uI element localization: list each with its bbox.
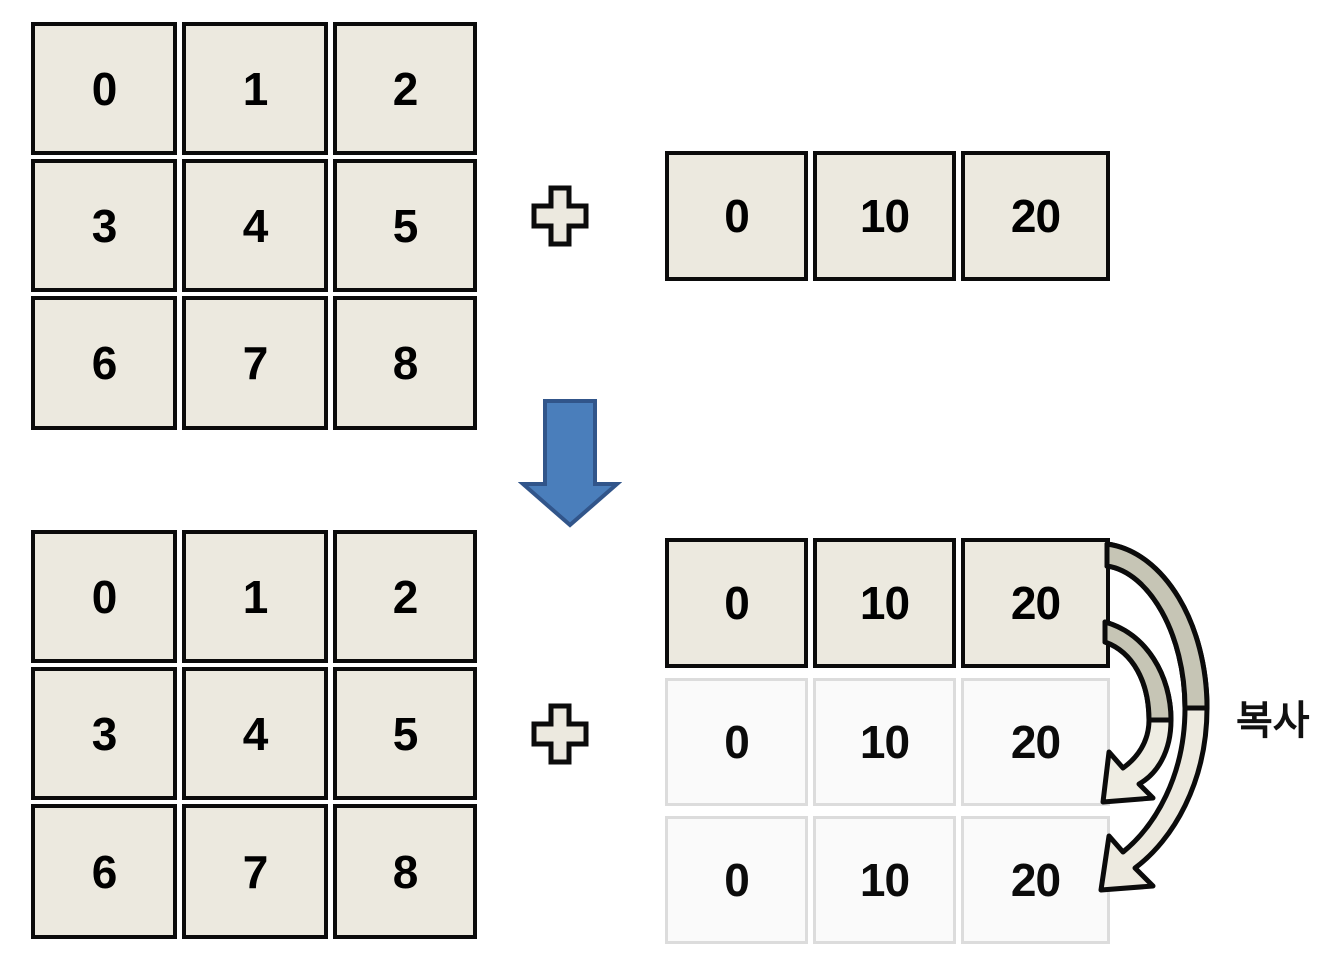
matrix-cell: 7 bbox=[182, 296, 328, 430]
broadcast-cell-copy: 0 bbox=[665, 816, 808, 944]
matrix-cell: 3 bbox=[31, 667, 177, 800]
broadcast-cell-copy: 10 bbox=[813, 678, 956, 806]
curved-copy-arrow-icon bbox=[1095, 530, 1235, 900]
matrix-cell: 8 bbox=[333, 296, 477, 430]
matrix-cell: 5 bbox=[333, 667, 477, 800]
matrix-cell: 2 bbox=[333, 530, 477, 663]
row-vector-cell: 10 bbox=[813, 151, 956, 281]
matrix-cell: 1 bbox=[182, 530, 328, 663]
matrix-cell: 5 bbox=[333, 159, 477, 292]
broadcast-cell-copy: 10 bbox=[813, 816, 956, 944]
matrix-cell: 7 bbox=[182, 804, 328, 939]
matrix-cell: 8 bbox=[333, 804, 477, 939]
matrix-cell: 3 bbox=[31, 159, 177, 292]
broadcast-cell-copy: 0 bbox=[665, 678, 808, 806]
matrix-cell: 2 bbox=[333, 22, 477, 155]
matrix-cell: 6 bbox=[31, 296, 177, 430]
copy-annotation-label: 복사 bbox=[1236, 699, 1310, 743]
matrix-cell: 0 bbox=[31, 530, 177, 663]
plus-icon bbox=[531, 185, 589, 247]
plus-icon bbox=[531, 703, 589, 765]
matrix-cell: 0 bbox=[31, 22, 177, 155]
row-vector-cell: 0 bbox=[665, 151, 808, 281]
matrix-cell: 4 bbox=[182, 667, 328, 800]
broadcast-cell-copy: 20 bbox=[961, 816, 1110, 944]
broadcast-cell-source: 10 bbox=[813, 538, 956, 668]
broadcast-cell-source: 20 bbox=[961, 538, 1110, 668]
matrix-cell: 4 bbox=[182, 159, 328, 292]
matrix-cell: 1 bbox=[182, 22, 328, 155]
broadcast-cell-source: 0 bbox=[665, 538, 808, 668]
matrix-cell: 6 bbox=[31, 804, 177, 939]
broadcast-cell-copy: 20 bbox=[961, 678, 1110, 806]
row-vector-cell: 20 bbox=[961, 151, 1110, 281]
down-arrow-icon bbox=[518, 396, 622, 530]
